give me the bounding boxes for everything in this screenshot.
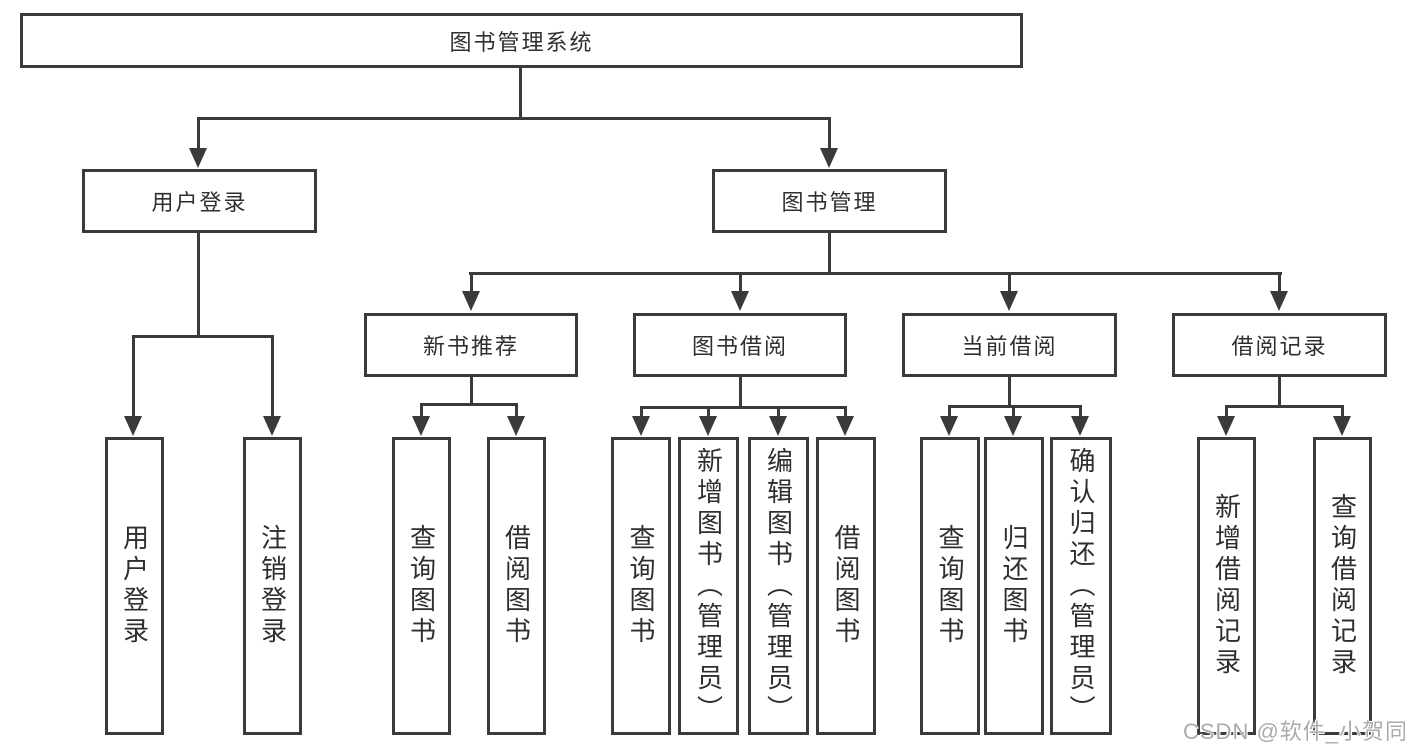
arrow-to-book-borrowing: [731, 291, 749, 311]
edge-new-book-stem: [470, 377, 473, 406]
arrow-to-leaf-login: [124, 416, 142, 436]
edge-to-book-management: [828, 117, 831, 152]
arrow-to-cb-query: [940, 416, 958, 436]
edge-book-borrowing-stem: [739, 377, 742, 408]
leaf-current-query-books: 查询图书: [920, 437, 980, 735]
edge-current-borrowing-stem: [1008, 377, 1011, 407]
arrow-to-br-query: [1333, 416, 1351, 436]
node-root: 图书管理系统: [20, 13, 1023, 68]
edge-to-user-login: [197, 117, 200, 152]
arrow-to-user-login: [189, 148, 207, 168]
edge-new-book-bar: [420, 403, 518, 406]
edge-book-mgmt-bar: [469, 272, 1282, 275]
arrow-to-leaf-logout: [263, 416, 281, 436]
edge-to-leaf-logout: [271, 335, 274, 420]
edge-to-cb-return: [1012, 405, 1015, 420]
arrow-to-bb-add: [699, 416, 717, 436]
edge-to-cb-query: [948, 405, 951, 420]
node-borrowing-records: 借阅记录: [1172, 313, 1387, 377]
edge-to-bb-add: [707, 406, 710, 420]
arrow-to-nb-borrow: [507, 416, 525, 436]
arrow-to-bb-borrow: [836, 416, 854, 436]
edge-to-bb-borrow: [844, 406, 847, 420]
edge-root-bar: [197, 117, 831, 120]
leaf-current-return-books: 归还图书: [984, 437, 1044, 735]
leaf-borrowing-add-books-admin: 新增图书（管理员）: [678, 437, 739, 735]
node-book-borrowing: 图书借阅: [633, 313, 847, 377]
edge-to-bb-edit: [777, 406, 780, 420]
arrow-to-book-management: [820, 148, 838, 168]
arrow-to-bb-query: [632, 416, 650, 436]
arrow-to-cb-return: [1004, 416, 1022, 436]
edge-to-br-query: [1341, 405, 1344, 420]
leaf-newbook-query-books: 查询图书: [392, 437, 451, 735]
edge-to-br-add: [1225, 405, 1228, 420]
node-book-management: 图书管理: [712, 169, 947, 233]
edge-book-borrowing-bar: [640, 406, 847, 409]
arrow-to-new-book: [462, 291, 480, 311]
edge-to-leaf-login: [132, 335, 135, 420]
leaf-newbook-borrow-books: 借阅图书: [487, 437, 546, 735]
node-borrowing-records-label: 借阅记录: [1231, 334, 1328, 359]
edge-to-borrowing-records: [1278, 272, 1281, 295]
edge-to-new-book: [470, 272, 473, 295]
edge-book-mgmt-stem: [828, 233, 831, 274]
node-user-login-label: 用户登录: [151, 190, 248, 215]
edge-borrowing-records-stem: [1278, 377, 1281, 407]
arrow-to-current-borrowing: [1000, 291, 1018, 311]
edge-to-current-borrowing: [1008, 272, 1011, 295]
edge-to-cb-confirm: [1079, 405, 1082, 420]
csdn-watermark: CSDN @软件_小贺同学: [1183, 719, 1405, 744]
edge-to-bb-query: [640, 406, 643, 420]
arrow-to-cb-confirm: [1071, 416, 1089, 436]
arrow-to-borrowing-records: [1270, 291, 1288, 311]
node-user-login: 用户登录: [82, 169, 317, 233]
leaf-borrowing-borrow-books: 借阅图书: [816, 437, 876, 735]
arrow-to-nb-query: [412, 416, 430, 436]
node-book-borrowing-label: 图书借阅: [691, 334, 788, 359]
leaf-logout: 注销登录: [243, 437, 302, 735]
leaf-records-query-record: 查询借阅记录: [1313, 437, 1372, 735]
edge-user-login-stem: [197, 233, 200, 335]
edge-root-stem: [519, 67, 522, 118]
leaf-borrowing-query-books: 查询图书: [611, 437, 671, 735]
edge-to-nb-query: [420, 403, 423, 420]
leaf-current-confirm-return-admin: 确认归还（管理员）: [1050, 437, 1112, 735]
node-root-label: 图书管理系统: [449, 29, 594, 55]
arrow-to-bb-edit: [769, 416, 787, 436]
node-current-borrowing: 当前借阅: [902, 313, 1117, 377]
node-new-book-recommend: 新书推荐: [364, 313, 578, 377]
node-new-book-recommend-label: 新书推荐: [422, 334, 519, 359]
leaf-user-login: 用户登录: [105, 437, 164, 735]
node-current-borrowing-label: 当前借阅: [961, 334, 1058, 359]
leaf-records-add-record: 新增借阅记录: [1197, 437, 1256, 735]
arrow-to-br-add: [1217, 416, 1235, 436]
edge-to-book-borrowing: [739, 272, 742, 295]
edge-user-login-bar: [132, 335, 274, 338]
node-book-management-label: 图书管理: [781, 190, 878, 215]
leaf-borrowing-edit-books-admin: 编辑图书（管理员）: [748, 437, 809, 735]
edge-borrowing-records-bar: [1225, 405, 1344, 408]
edge-to-nb-borrow: [515, 403, 518, 420]
